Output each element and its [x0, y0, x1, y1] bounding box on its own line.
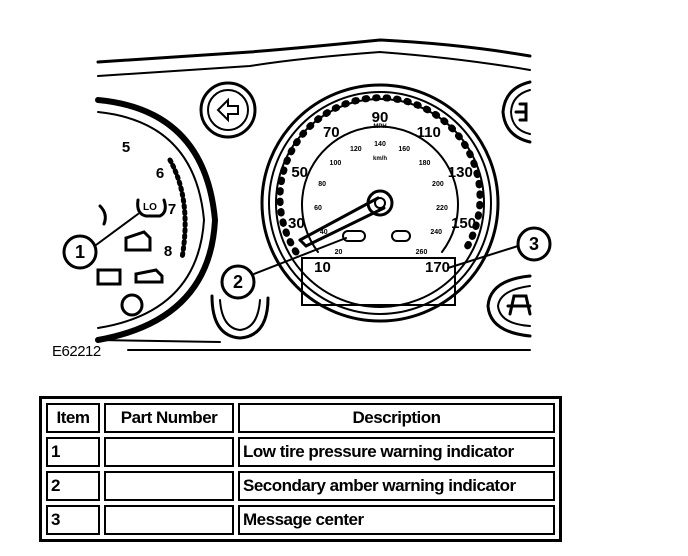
mph-label-130: 130 — [448, 164, 473, 181]
speedometer-needle — [298, 196, 386, 248]
header-part-number: Part Number — [104, 403, 234, 433]
right-button-icon — [514, 102, 528, 122]
cell-part-number — [104, 437, 234, 467]
kmh-label-140: 140 — [374, 141, 386, 148]
instrument-cluster-diagram: 1 2 3 5 6 7 8 LO 1030507090110130150170 … — [62, 38, 552, 351]
tachometer-outer-arc — [95, 97, 219, 343]
kmh-label-120: 120 — [350, 146, 362, 153]
callout-3-number: 3 — [529, 234, 539, 254]
kmh-label-200: 200 — [432, 181, 444, 188]
cell-description: Secondary amber warning indicator — [238, 471, 555, 501]
indicator-lamp — [391, 230, 411, 242]
headlamp-lamp — [98, 204, 107, 226]
kmh-label-20: 20 — [335, 249, 343, 256]
cell-item: 3 — [46, 505, 100, 535]
callout-1-leader — [95, 213, 139, 246]
speedometer-mph-ticks — [276, 94, 484, 256]
mph-label-170: 170 — [425, 259, 450, 276]
cluster-bezel-top-inner — [97, 50, 531, 77]
tachometer-tick-arc — [167, 157, 188, 261]
kmh-label-40: 40 — [320, 229, 328, 236]
mph-label-150: 150 — [451, 215, 476, 232]
mph-unit: MPH — [373, 124, 386, 130]
mph-label-70: 70 — [323, 124, 340, 141]
vehicle-icon — [506, 294, 532, 316]
speedometer-bezel-outer — [260, 83, 500, 323]
callout-2-circle — [220, 264, 256, 300]
callout-2-leader — [253, 237, 347, 275]
tach-lo-label: LO — [143, 202, 157, 213]
table-header-row: Item Part Number Description — [46, 403, 555, 433]
secondary-amber-warning-lamp — [342, 230, 366, 242]
kmh-label-80: 80 — [318, 181, 326, 188]
left-arrow-icon — [216, 97, 239, 123]
parts-table: Item Part Number Description 1 Low tire … — [39, 396, 562, 542]
low-tire-pressure-lamp — [136, 198, 167, 218]
kmh-unit: km/h — [373, 156, 387, 162]
right-button-lower — [486, 274, 532, 338]
lower-left-button — [210, 294, 270, 340]
callout-1-circle — [62, 234, 98, 270]
left-button-inner — [207, 89, 249, 131]
cell-part-number — [104, 505, 234, 535]
mph-label-30: 30 — [288, 215, 305, 232]
mph-label-10: 10 — [314, 259, 331, 276]
mph-label-110: 110 — [417, 124, 441, 141]
left-button-outer — [199, 81, 257, 139]
cell-part-number — [104, 471, 234, 501]
kmh-label-220: 220 — [436, 205, 448, 212]
cluster-bezel-bottom — [97, 339, 221, 343]
tachometer-inner-arc — [97, 111, 206, 329]
speedometer-km-arc — [301, 125, 459, 253]
table-row: 3 Message center — [46, 505, 555, 535]
tach-label-8: 8 — [164, 243, 172, 260]
mph-label-90: 90 — [372, 109, 389, 126]
tach-label-5: 5 — [122, 139, 130, 156]
tach-label-7: 7 — [168, 201, 176, 218]
kmh-label-180: 180 — [419, 160, 431, 167]
cell-item: 2 — [46, 471, 100, 501]
cluster-bezel-top — [96, 38, 532, 64]
kmh-label-160: 160 — [398, 146, 410, 153]
cell-description: Low tire pressure warning indicator — [238, 437, 555, 467]
speedometer-bezel-mid — [268, 91, 492, 315]
callout-1-number: 1 — [75, 242, 85, 262]
figure-id: E62212 — [52, 343, 101, 360]
battery-lamp — [96, 268, 122, 286]
header-description: Description — [238, 403, 555, 433]
right-button-upper — [501, 80, 532, 144]
tach-label-6: 6 — [156, 165, 164, 182]
engine-lamp — [124, 230, 152, 252]
kmh-label-260: 260 — [416, 249, 428, 256]
header-item: Item — [46, 403, 100, 433]
kmh-label-100: 100 — [330, 160, 342, 167]
callout-2-number: 2 — [233, 272, 243, 292]
brake-lamp — [120, 293, 144, 317]
oil-pressure-lamp — [134, 268, 164, 284]
cell-description: Message center — [238, 505, 555, 535]
kmh-label-240: 240 — [430, 229, 442, 236]
message-center-display — [301, 257, 456, 306]
callout-3-circle — [516, 226, 552, 262]
mph-label-50: 50 — [291, 164, 308, 181]
callout-3-leader — [447, 245, 519, 269]
table-row: 1 Low tire pressure warning indicator — [46, 437, 555, 467]
kmh-label-60: 60 — [314, 205, 322, 212]
table-row: 2 Secondary amber warning indicator — [46, 471, 555, 501]
cell-item: 1 — [46, 437, 100, 467]
